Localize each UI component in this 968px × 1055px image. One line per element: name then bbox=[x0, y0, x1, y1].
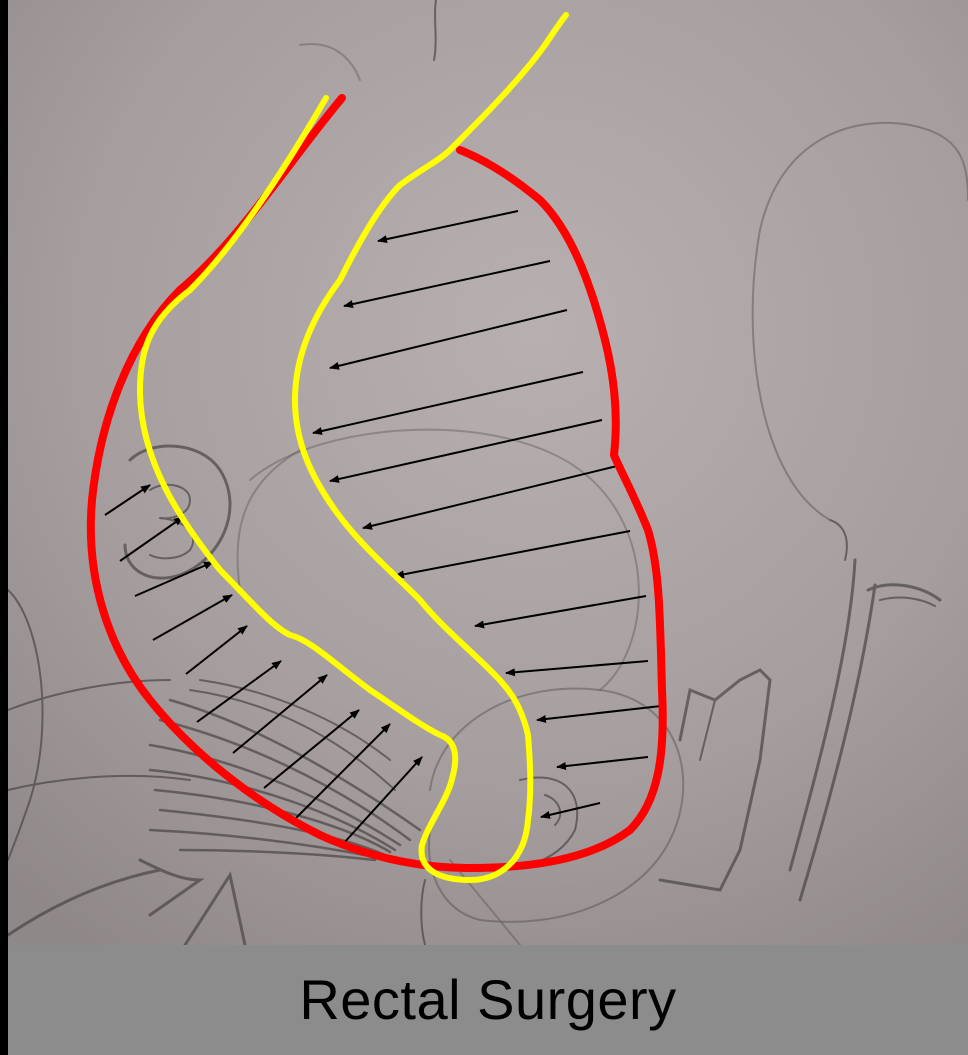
whiteboard-surface bbox=[8, 0, 968, 945]
whiteboard-drawing bbox=[8, 0, 968, 945]
caption-bar: Rectal Surgery bbox=[8, 945, 968, 1055]
slide-caption: Rectal Surgery bbox=[299, 972, 676, 1028]
whiteboard-photo bbox=[8, 0, 968, 945]
